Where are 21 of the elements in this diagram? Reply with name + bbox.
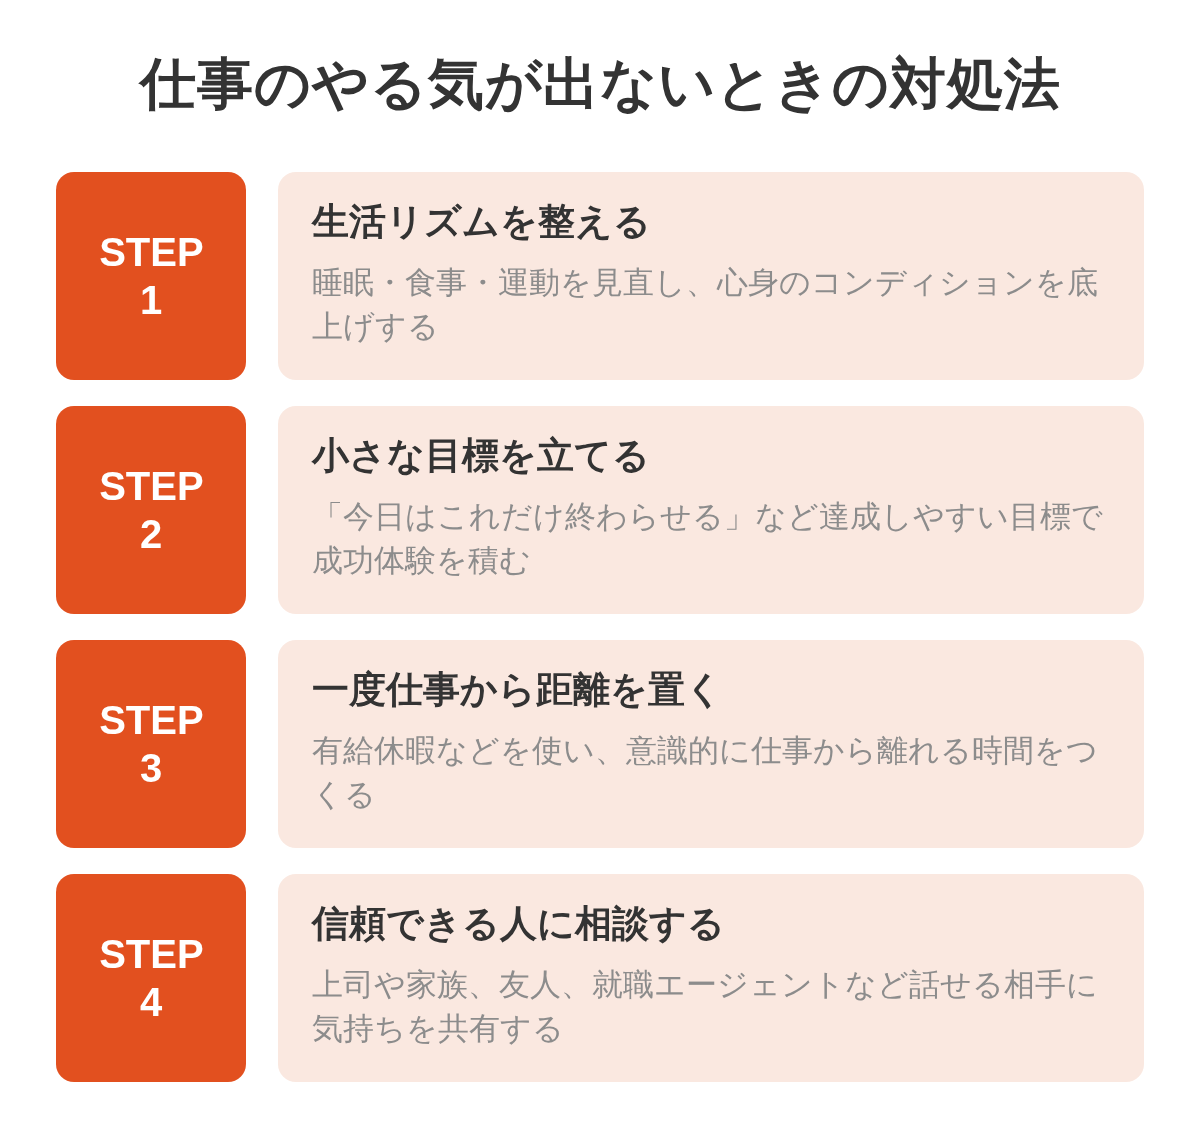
step-heading: 一度仕事から距離を置く: [312, 667, 724, 713]
step-badge: [56, 874, 246, 1082]
step-description: 有給休暇などを使い、意識的に仕事から離れる時間をつくる: [312, 731, 1099, 814]
step-number: STEP 4: [99, 931, 203, 1026]
step-heading: 生活リズムを整える: [312, 199, 652, 245]
diagram-title: 仕事のやる気が出ないときの対処法: [139, 50, 1061, 118]
step-description: 睡眠・食事・運動を見直し、心身のコンディションを底上げする: [312, 263, 1099, 346]
step-heading: 信頼できる人に相談する: [312, 901, 726, 947]
step-number: STEP 2: [99, 463, 203, 558]
step-badge: [56, 640, 246, 848]
step-number: STEP 3: [99, 697, 203, 792]
step-heading: 小さな目標を立てる: [312, 433, 651, 479]
step-number: STEP 1: [99, 229, 203, 324]
step-badge: [56, 172, 246, 380]
step-card: [278, 406, 1144, 614]
step-card: [278, 172, 1144, 380]
step-description: 上司や家族、友人、就職エージェントなど話せる相手に気持ちを共有する: [312, 965, 1099, 1048]
step-badge: [56, 406, 246, 614]
step-card: [278, 874, 1144, 1082]
step-card: [278, 640, 1144, 848]
step-description: 「今日はこれだけ終わらせる」など達成しやすい目標で成功体験を積む: [312, 497, 1104, 580]
